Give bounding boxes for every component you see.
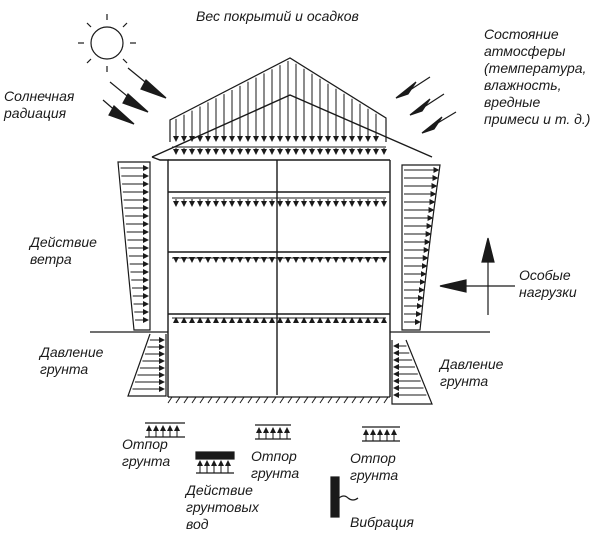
special-loads-arrows <box>439 237 515 315</box>
roof-load-label: Вес покрытий и осадков <box>196 8 359 24</box>
soil-pressure-left <box>127 333 167 397</box>
vibration-label: Вибрация <box>350 514 414 530</box>
sun-icon <box>78 14 136 72</box>
roof-load-envelope <box>169 57 387 142</box>
soil-pressure-right <box>391 339 433 405</box>
building-frame <box>151 94 433 397</box>
soil-resistance-label-3: Отпор грунта <box>350 450 399 483</box>
groundwater-block <box>195 451 235 474</box>
solar-radiation-arrows <box>102 67 167 125</box>
floor-load-arrows <box>172 146 387 323</box>
wind-action-label: Действие ветра <box>30 234 97 267</box>
atmosphere-label: Состояние атмосферы (температура, влажно… <box>484 26 591 127</box>
soil-resistance-label-2: Отпор грунта <box>251 448 300 481</box>
soil-pressure-left-label: Давление грунта <box>40 344 104 377</box>
atmosphere-arrows <box>395 76 457 134</box>
soil-resistance-label-1: Отпор грунта <box>122 436 171 469</box>
soil-pressure-right-label: Давление грунта <box>440 356 504 389</box>
soil-resistance-blocks <box>145 422 400 442</box>
special-loads-label: Особые нагрузки <box>519 267 577 300</box>
wind-pressure-left <box>117 161 151 331</box>
groundwater-action-label: Действие грунтовых вод <box>186 482 259 532</box>
vibration-element <box>330 476 359 518</box>
ground-line <box>90 331 490 404</box>
wind-pressure-right <box>401 164 441 331</box>
solar-radiation-label: Солнечная радиация <box>4 88 75 121</box>
